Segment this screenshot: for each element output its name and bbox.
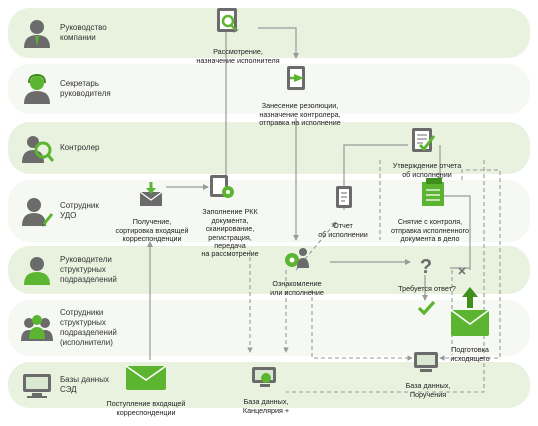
role-label: Контролер bbox=[60, 143, 100, 152]
lane-management: Руководство компании bbox=[8, 8, 530, 58]
role-label: Сотрудник УДО bbox=[60, 201, 99, 220]
node-db-orders: База данных, Поручения bbox=[396, 374, 460, 408]
outgoing-envelope-icon bbox=[450, 287, 490, 336]
envelope-download-icon bbox=[139, 182, 163, 206]
role-databases: Базы данных СЭД bbox=[8, 362, 158, 408]
node-remove-label: Снятие с контроля, отправка исполненного… bbox=[390, 217, 470, 244]
controller-icon bbox=[22, 136, 54, 163]
node-db-orders-label: База данных, Поручения bbox=[405, 381, 451, 399]
role-label: Сотрудники структурных подразделений (ис… bbox=[60, 308, 117, 347]
lane-executors: Сотрудники структурных подразделений (ис… bbox=[8, 300, 530, 356]
node-familiarize-label: Ознакомление или исполнение bbox=[270, 279, 324, 297]
role-unit-heads: Руководители структурных подразделений bbox=[8, 246, 158, 294]
node-db-office: База данных, Канцелярия + bbox=[232, 390, 300, 424]
approve-icon bbox=[412, 128, 436, 152]
node-cross: ✕ bbox=[452, 258, 472, 287]
secretary-icon bbox=[24, 73, 50, 104]
role-controller: Контролер bbox=[8, 122, 158, 174]
role-clerk: Сотрудник УДО bbox=[8, 180, 158, 242]
node-familiarize: Ознакомление или исполнение bbox=[262, 272, 332, 306]
check-icon bbox=[417, 300, 436, 316]
role-secretary: Секретарь руководителя bbox=[8, 64, 158, 114]
executors-icon bbox=[21, 315, 53, 341]
flow-connectors bbox=[125, 8, 501, 393]
node-reply-question: ? bbox=[406, 249, 446, 286]
node-resolution-label: Занесение резолюции, назначение контроле… bbox=[259, 101, 341, 128]
incoming-envelope-icon bbox=[125, 365, 167, 390]
role-label: Базы данных СЭД bbox=[60, 375, 109, 394]
node-fill-label: Заполнение РКК документа, сканирование, … bbox=[201, 207, 259, 259]
node-review: Рассмотрение, назначение исполнителя bbox=[188, 40, 288, 74]
node-db-office-label: База данных, Канцелярия + bbox=[242, 397, 290, 415]
cross-symbol: ✕ bbox=[457, 266, 467, 279]
reply-question-label: Требуется ответ? bbox=[398, 284, 456, 294]
db-office-icon bbox=[252, 367, 276, 387]
clerk-icon bbox=[22, 198, 54, 227]
database-icon bbox=[23, 374, 51, 398]
role-executors: Сотрудники структурных подразделений (ис… bbox=[8, 300, 158, 356]
review-icon bbox=[217, 8, 237, 32]
node-approve-label: Утверждение отчета об исполнении bbox=[392, 161, 462, 179]
resolution-icon bbox=[287, 66, 305, 90]
gear-document-icon bbox=[210, 175, 234, 198]
question-symbol: ? bbox=[419, 256, 433, 279]
report-doc-icon bbox=[336, 186, 352, 208]
node-remove: Снятие с контроля, отправка исполненного… bbox=[380, 210, 480, 252]
node-receive: Получение, сортировка входящей корреспон… bbox=[112, 210, 192, 252]
node-receive-label: Получение, сортировка входящей корреспон… bbox=[115, 217, 189, 244]
node-resolution: Занесение резолюции, назначение контроле… bbox=[250, 94, 350, 136]
node-review-label: Рассмотрение, назначение исполнителя bbox=[196, 47, 280, 65]
lane-unit-heads: Руководители структурных подразделений bbox=[8, 246, 530, 294]
lane-secretary: Секретарь руководителя bbox=[8, 64, 530, 114]
node-approve: Утверждение отчета об исполнении bbox=[382, 154, 472, 188]
node-report-label: Отчет об исполнении bbox=[318, 221, 368, 239]
db-orders-icon bbox=[414, 352, 438, 372]
node-outgoing: Подготовка исходящего bbox=[438, 338, 502, 372]
node-incoming: Поступление входящей корреспонденции bbox=[100, 392, 192, 426]
node-report: Отчет об исполнении bbox=[312, 214, 374, 248]
unit-head-icon bbox=[24, 257, 50, 285]
node-fill: Заполнение РКК документа, сканирование, … bbox=[190, 200, 270, 267]
role-management: Руководство компании bbox=[8, 8, 158, 58]
lane-controller: Контролер bbox=[8, 122, 530, 174]
role-label: Руководство компании bbox=[60, 23, 107, 42]
node-outgoing-label: Подготовка исходящего bbox=[450, 345, 490, 363]
node-incoming-label: Поступление входящей корреспонденции bbox=[106, 399, 186, 417]
node-reply-label: Требуется ответ? bbox=[392, 277, 462, 302]
manager-icon bbox=[24, 20, 50, 48]
archive-folder-icon bbox=[422, 178, 444, 206]
role-label: Руководители структурных подразделений bbox=[60, 255, 117, 284]
role-label: Секретарь руководителя bbox=[60, 79, 111, 98]
gear-person-icon bbox=[285, 248, 309, 268]
